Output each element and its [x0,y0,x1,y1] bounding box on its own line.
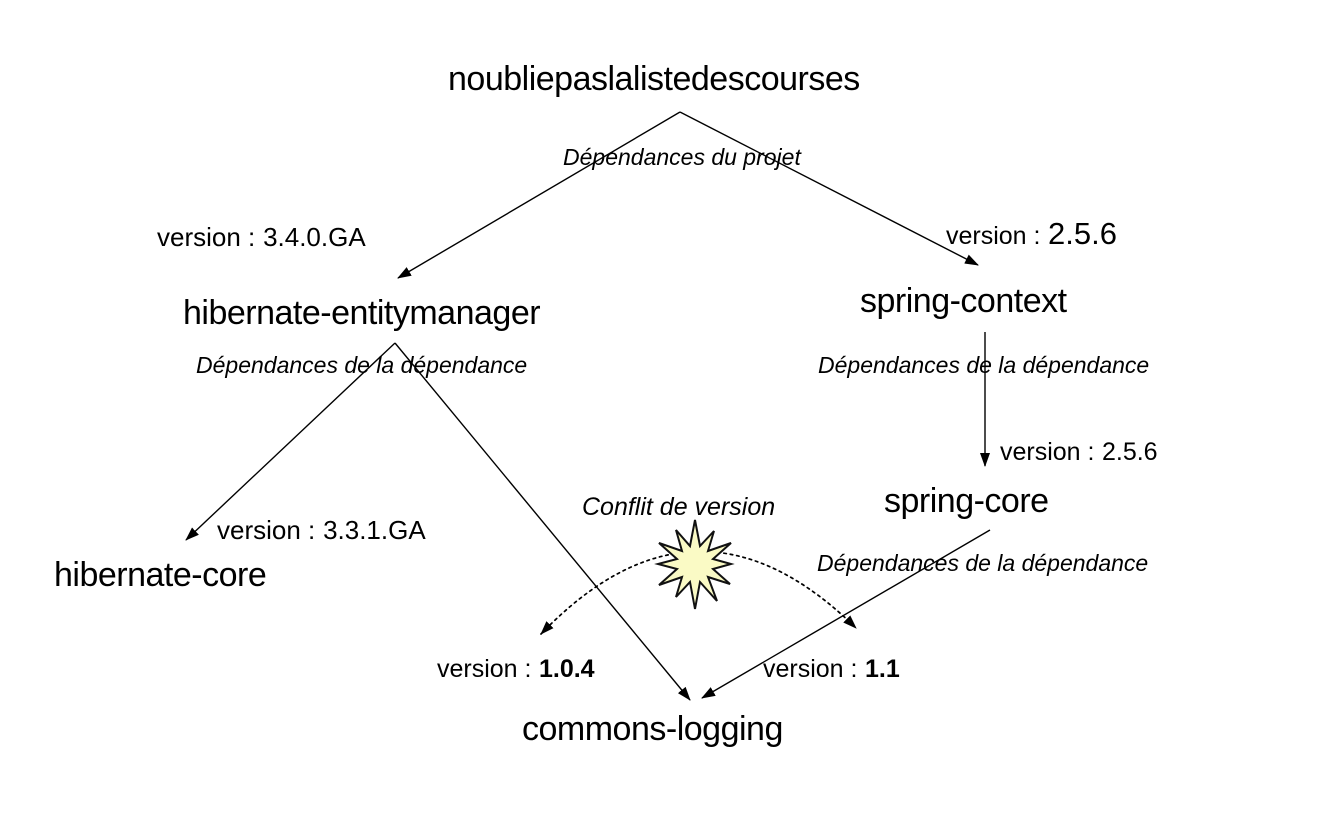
version-label: version : [217,515,316,545]
version-spring-context-to-core: version :2.5.6 [1000,440,1158,465]
version-label: version : [946,222,1041,250]
annotation-dependency-deps-right2: Dépendances de la dépendance [817,550,1149,576]
annotation-project-dependencies: Dépendances du projet [563,144,801,170]
version-root-to-spring-context: version :2.5.6 [946,218,1117,249]
annotation-dependency-deps-right: Dépendances de la dépendance [818,352,1150,378]
version-label: version : [437,655,532,683]
annotation-version-conflict: Conflit de version [582,493,776,521]
version-hibernate-em-to-core: version :3.3.1.GA [217,517,426,543]
edge-root-to-spring-context [679,111,979,266]
version-value: 1.0.4 [538,655,595,683]
version-label: version : [157,222,256,252]
edge-hibernate-entitymanager-to-hibernate-core [185,342,396,541]
edge-root-to-hibernate-entitymanager [397,111,681,279]
node-spring-core: spring-core [884,482,1049,520]
node-commons-logging: commons-logging [522,710,783,748]
edge-hibernate-entitymanager-to-commons-logging [394,342,691,701]
annotation-dependency-deps-left: Dépendances de la dépendance [196,352,528,378]
node-hibernate-entitymanager: hibernate-entitymanager [183,294,541,332]
node-hibernate-core: hibernate-core [54,556,267,594]
node-root-project: noubliepaslalistedescourses [448,60,860,98]
version-value: 3.4.0.GA [263,222,366,252]
version-hibernate-to-commons: version :1.0.4 [437,657,595,682]
version-value: 2.5.6 [1047,216,1117,251]
version-value: 2.5.6 [1101,438,1158,466]
node-spring-context: spring-context [860,282,1067,320]
version-value: 1.1 [864,655,900,683]
version-value: 3.3.1.GA [323,515,426,545]
conflict-starburst-icon [654,519,735,610]
version-label: version : [1000,438,1095,466]
version-label: version : [763,655,858,683]
edge-spring-core-to-commons-logging [701,529,991,699]
version-root-to-hibernate-em: version :3.4.0.GA [157,224,366,250]
version-spring-to-commons: version :1.1 [763,657,900,682]
